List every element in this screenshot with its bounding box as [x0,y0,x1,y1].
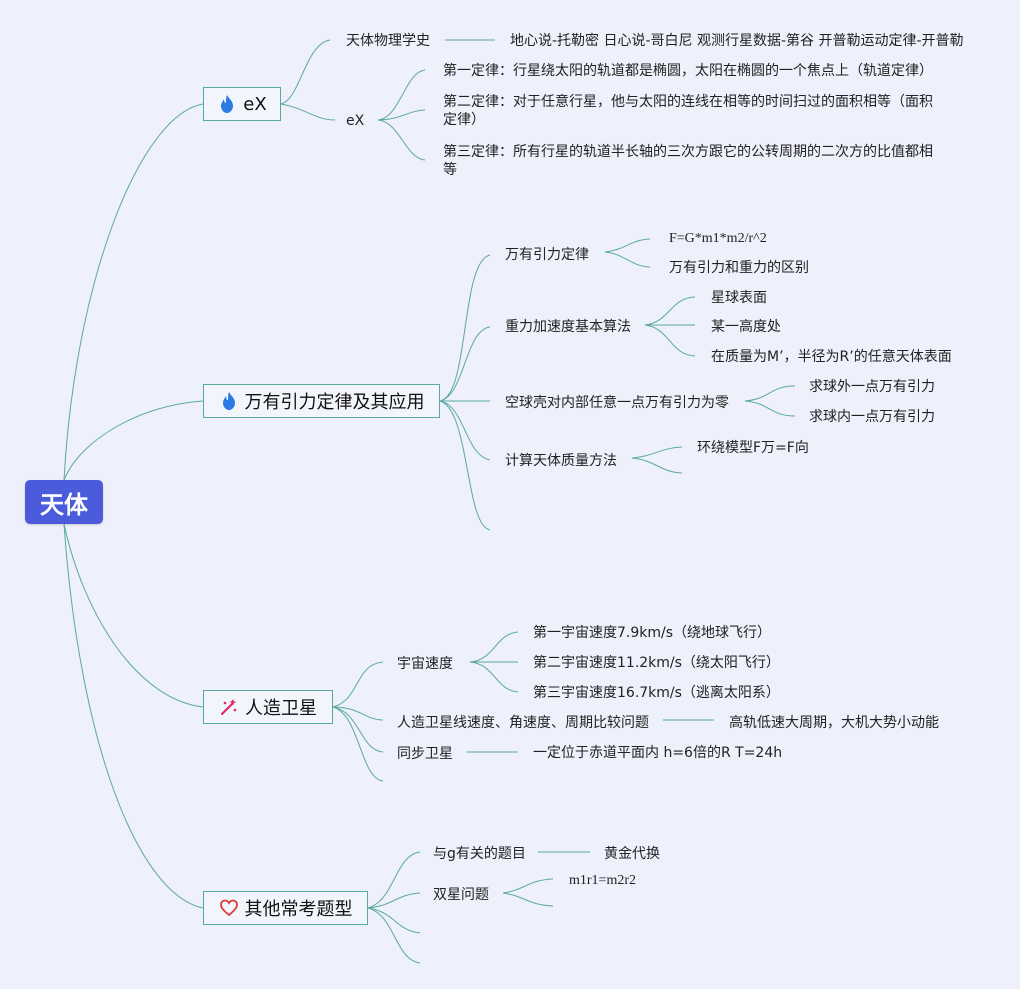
heart-icon [219,898,239,918]
gravity-vs-weight[interactable]: 万有引力和重力的区别 [669,260,809,276]
topic-history[interactable]: 天体物理学史 [346,33,430,49]
kepler-law-2[interactable]: 第二定律：对于任意行星，他与太阳的连线在相等的时间扫过的面积相等（面积定律） [443,94,933,128]
link-b4-c4 [367,907,421,964]
root-node[interactable]: 天体 [25,480,103,524]
sparkle-icon [219,697,239,717]
link-root-b3 [63,523,204,708]
third-cosmic-velocity[interactable]: 第三宇宙速度16.7km/s（逃离太阳系） [533,685,780,701]
topic-satellite-comparison[interactable]: 人造卫星线速度、角速度、周期比较问题 [397,715,649,731]
geostationary-detail[interactable]: 一定位于赤道平面内 h=6倍的R T=24h [533,745,783,761]
link-b4-c2 [367,892,421,909]
branch-label: 人造卫星 [245,698,317,719]
arbitrary-body-surface[interactable]: 在质量为M’，半径为R’的任意天体表面 [711,349,952,365]
link-b2c3-l1 [744,385,796,402]
branch-label: 万有引力定律及其应用 [244,392,425,413]
link-b3c1-l1 [469,631,519,663]
fire-icon [217,94,237,114]
formula-gravity[interactable]: F=G*m1*m2/r^2 [669,231,767,246]
satellite-comparison-rule[interactable]: 高轨低速大周期，大机大势小动能 [729,715,939,731]
link-b3-c1 [332,661,384,708]
topic-g-questions[interactable]: 与g有关的题目 [433,846,526,862]
link-b3-c2 [332,706,384,721]
branch-node-satellite[interactable]: 人造卫星 [203,690,333,724]
kepler-law-1[interactable]: 第一定律：行星绕太阳的轨道都是椭圆，太阳在椭圆的一个焦点上（轨道定律） [443,63,933,79]
planet-surface[interactable]: 星球表面 [711,290,767,306]
topic-history-detail[interactable]: 地心说-托勒密 日心说-哥白尼 观测行星数据-第谷 开普勒运动定律-开普勒 [510,33,964,49]
link-root-b2 [63,400,204,481]
link-b3-c3 [332,706,384,753]
link-b2c1-l1 [604,238,651,253]
link-b3-c4 [332,706,384,782]
topic-cosmic-velocity[interactable]: 宇宙速度 [397,656,453,672]
link-b2-c1 [439,254,491,402]
link-b2c1-l2 [604,251,651,268]
link-b1c2-l2 [377,109,426,121]
branch-label: 其他常考题型 [244,899,353,920]
link-b1-c2 [280,103,336,121]
topic-gravitation-law[interactable]: 万有引力定律 [505,247,589,263]
topic-hollow-shell[interactable]: 空球壳对内部任意一点万有引力为零 [505,395,729,411]
outside-point-gravity[interactable]: 求球外一点万有引力 [809,379,935,395]
link-b1c2-l3 [377,119,426,161]
link-b2c3-l2 [744,400,796,417]
topic-mass-calculation[interactable]: 计算天体质量方法 [505,453,617,469]
orbit-model[interactable]: 环绕模型F万=F向 [697,440,809,456]
link-b2-c5 [439,400,491,531]
link-b2-c4 [439,400,491,461]
link-b3c1-l3 [469,661,519,693]
topic-geostationary[interactable]: 同步卫星 [397,746,453,762]
golden-substitution[interactable]: 黄金代换 [604,846,660,862]
link-root-b4 [63,523,204,909]
topic-gravity-acceleration[interactable]: 重力加速度基本算法 [505,319,631,335]
topic-ex[interactable]: eX [346,113,365,129]
inside-point-gravity[interactable]: 求球内一点万有引力 [809,409,935,425]
link-b1-c1 [280,39,331,105]
fire-icon [219,391,239,411]
first-cosmic-velocity[interactable]: 第一宇宙速度7.9km/s（绕地球飞行） [533,625,772,641]
link-b2c2-l3 [644,324,696,357]
branch-node-other-questions[interactable]: 其他常考题型 [203,891,368,925]
link-b4c2-l2 [502,892,554,907]
link-b2-c2 [439,326,491,402]
certain-height[interactable]: 某一高度处 [711,319,781,335]
branch-label: eX [243,93,267,115]
root-label: 天体 [40,490,88,519]
link-b1c2-l1 [377,69,426,121]
link-b2c4-l2 [631,457,683,474]
branch-node-ex[interactable]: eX [203,87,281,121]
link-b4-c3 [367,907,421,934]
link-root-b1 [63,103,204,481]
link-b2c4-l1 [631,446,683,459]
link-b4-c1 [367,851,421,909]
binary-star-formula[interactable]: m1r1=m2r2 [569,873,636,888]
second-cosmic-velocity[interactable]: 第二宇宙速度11.2km/s（绕太阳飞行） [533,655,780,671]
link-b4c2-l1 [502,878,554,894]
branch-node-gravitation[interactable]: 万有引力定律及其应用 [203,384,440,418]
topic-binary-star[interactable]: 双星问题 [433,887,489,903]
link-b2c2-l1 [644,296,696,326]
kepler-law-3[interactable]: 第三定律：所有行星的轨道半长轴的三次方跟它的公转周期的二次方的比值都相等 [443,144,933,178]
